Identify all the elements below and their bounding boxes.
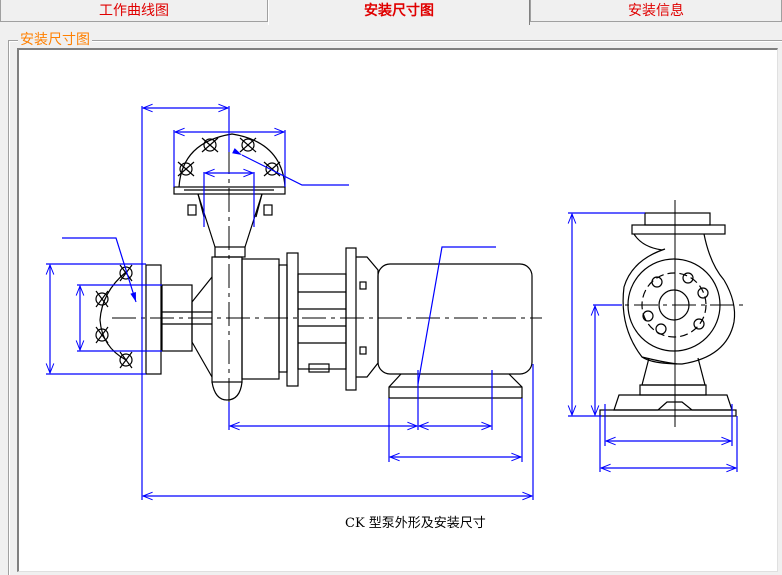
installation-dimension-groupbox — [8, 40, 782, 575]
inlet-bolts — [95, 264, 133, 369]
pump-casing — [211, 256, 243, 383]
outlet-bolts — [177, 137, 281, 177]
dimension-lines — [46, 106, 738, 500]
side-center-lines — [596, 200, 748, 427]
motor-body — [377, 263, 533, 375]
groupbox-title: 安装尺寸图 — [18, 31, 92, 49]
pump-dimension-drawing — [19, 50, 748, 574]
front-view — [95, 133, 533, 401]
tab-bar: 工作曲线图 安装尺寸图 安装信息 — [0, 0, 782, 25]
side-view — [599, 212, 737, 417]
tab-performance-curve[interactable]: 工作曲线图 — [0, 0, 268, 22]
outlet-flange-dome — [178, 133, 286, 188]
side-bolts — [642, 272, 709, 335]
center-lines — [112, 112, 542, 412]
outlet-neck — [197, 193, 263, 248]
tab-installation-dimensions[interactable]: 安装尺寸图 — [268, 0, 530, 25]
inlet-flange — [145, 264, 162, 375]
tab-installation-info[interactable]: 安装信息 — [530, 0, 782, 22]
drawing-caption: CK 型泵外形及安装尺寸 — [345, 516, 486, 531]
drawing-canvas — [17, 48, 778, 572]
